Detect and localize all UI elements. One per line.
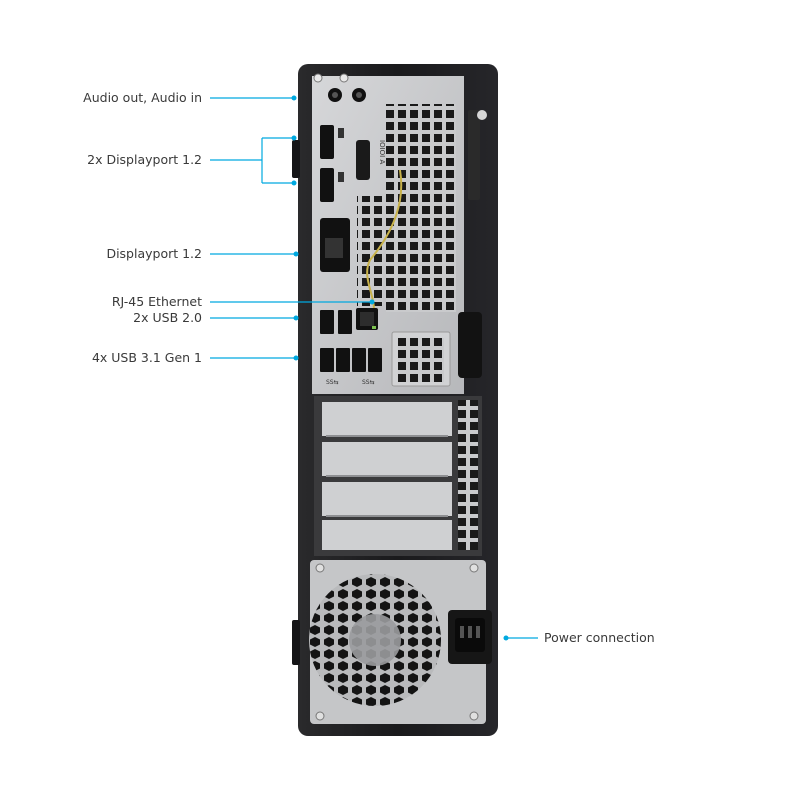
callout-audio: Audio out, Audio in [83, 90, 202, 105]
usb2-ports [320, 310, 352, 334]
callout-usb2: 2x USB 2.0 [133, 310, 202, 325]
case-left-tab [292, 620, 300, 665]
case-left-tab [292, 140, 300, 178]
usb3-ports [320, 348, 382, 372]
serial-port [356, 140, 370, 180]
usb3-mark: SS⇆ [362, 379, 375, 386]
callout-usb3: 4x USB 3.1 Gen 1 [91, 350, 202, 365]
callout-ethernet: RJ-45 Ethernet [111, 294, 202, 309]
lock-slot [468, 110, 480, 200]
outlet-holes [398, 338, 444, 382]
callout-displayport-single: Displayport 1.2 [106, 246, 202, 261]
usb3-mark: SS⇆ [326, 379, 339, 386]
ethernet-port [356, 308, 378, 330]
panel-vent [386, 104, 456, 312]
callout-displayport-pair: 2x Displayport 1.2 [87, 152, 202, 167]
callout-lines [210, 97, 538, 639]
psu-fan-hub [349, 614, 401, 666]
psu-screw [315, 711, 325, 721]
serial-label: IOIOI A [378, 140, 386, 164]
lock-screw [477, 110, 487, 120]
power-inlet [448, 610, 492, 664]
expansion-slots [322, 402, 452, 550]
callout-power: Power connection [544, 630, 655, 645]
displayport-pair [320, 125, 344, 202]
psu-screw [469, 711, 479, 721]
screw [339, 73, 349, 83]
audio-jacks [328, 88, 366, 102]
screw [313, 73, 323, 83]
psu-screw [469, 563, 479, 573]
callout-dots [291, 95, 509, 641]
displayport-single-connector [325, 238, 343, 258]
psu-screw [315, 563, 325, 573]
expansion-bracket [458, 400, 478, 550]
release-lever [458, 312, 482, 378]
